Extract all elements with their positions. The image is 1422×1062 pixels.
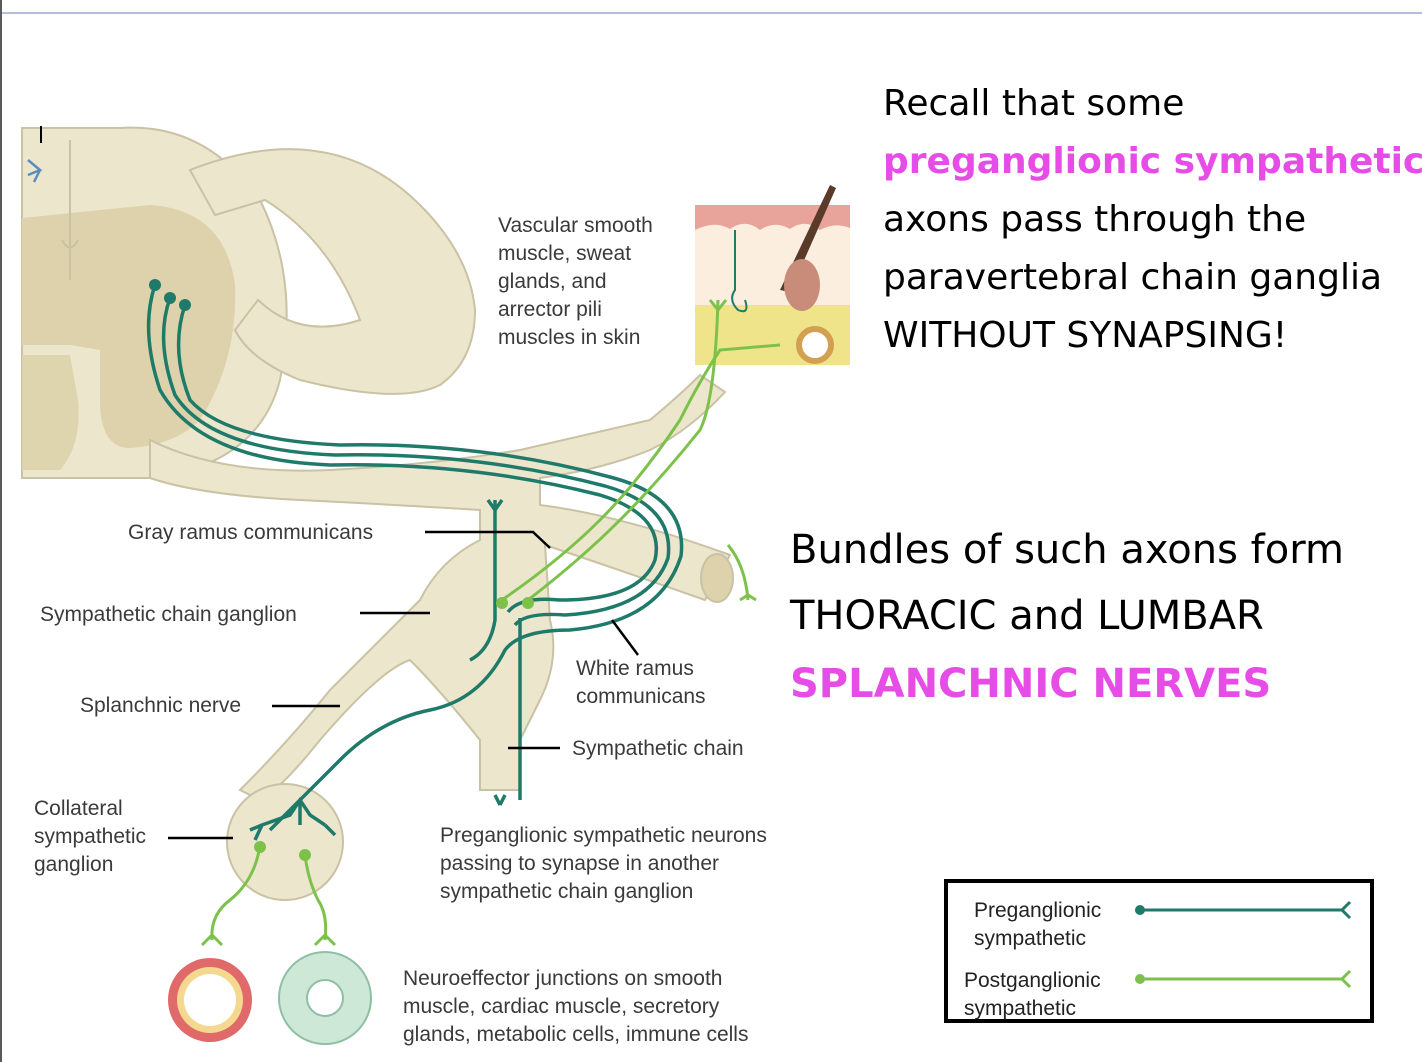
legend-preganglionic-line-icon bbox=[1135, 900, 1352, 920]
legend-swatches bbox=[1135, 900, 1352, 989]
nerve-tissue bbox=[149, 148, 734, 802]
legend-postganglionic-label: Postganglionic sympathetic bbox=[964, 969, 1101, 1020]
recall-line-5: WITHOUT SYNAPSING! bbox=[883, 315, 1288, 356]
label-white-ramus: White ramus communicans bbox=[576, 657, 706, 708]
skin-box bbox=[695, 185, 850, 365]
collateral-ganglion-body bbox=[226, 783, 344, 901]
bundles-line-1: Bundles of such axons form bbox=[790, 527, 1344, 573]
recall-line-4: paravertebral chain ganglia bbox=[883, 257, 1383, 298]
bundles-line-3: SPLANCHNIC NERVES bbox=[790, 661, 1272, 707]
label-sympathetic-chain: Sympathetic chain bbox=[572, 737, 744, 760]
recall-line-1: Recall that some bbox=[883, 83, 1185, 124]
label-splanchnic-nerve: Splanchnic nerve bbox=[80, 694, 242, 717]
label-vascular-smooth-muscle: Vascular smooth muscle, sweat glands, an… bbox=[498, 214, 653, 349]
label-preganglionic-passing: Preganglionic sympathetic neurons passin… bbox=[440, 824, 767, 903]
left-rule bbox=[0, 0, 2, 1062]
label-gray-ramus: Gray ramus communicans bbox=[128, 521, 374, 544]
legend-postganglionic-line-icon bbox=[1135, 969, 1352, 989]
gland-acinus-icon bbox=[278, 951, 372, 1045]
label-collateral-ganglion: Collateral sympathetic ganglion bbox=[34, 797, 147, 876]
recall-line-2: preganglionic sympathetic bbox=[883, 141, 1422, 182]
legend: Preganglionic sympathetic Postganglionic… bbox=[944, 879, 1374, 1023]
bundles-line-2: THORACIC and LUMBAR bbox=[790, 593, 1264, 639]
spinal-cord bbox=[21, 126, 288, 479]
preganglionic-cell-bodies bbox=[149, 279, 191, 311]
label-chain-ganglion: Sympathetic chain ganglion bbox=[40, 603, 297, 626]
blood-vessel-icon bbox=[168, 958, 252, 1042]
top-rule bbox=[0, 12, 1422, 14]
legend-preganglionic-label: Preganglionic sympathetic bbox=[974, 899, 1102, 950]
postganglionic-cell-bodies bbox=[254, 597, 534, 861]
cut-tick-icon bbox=[27, 159, 43, 183]
postganglionic-axons bbox=[200, 299, 781, 947]
recall-line-3: axons pass through the bbox=[883, 199, 1307, 240]
leader-lines bbox=[168, 530, 640, 840]
label-neuroeffector: Neuroeffector junctions on smooth muscle… bbox=[403, 967, 749, 1046]
preganglionic-axons bbox=[146, 284, 684, 841]
